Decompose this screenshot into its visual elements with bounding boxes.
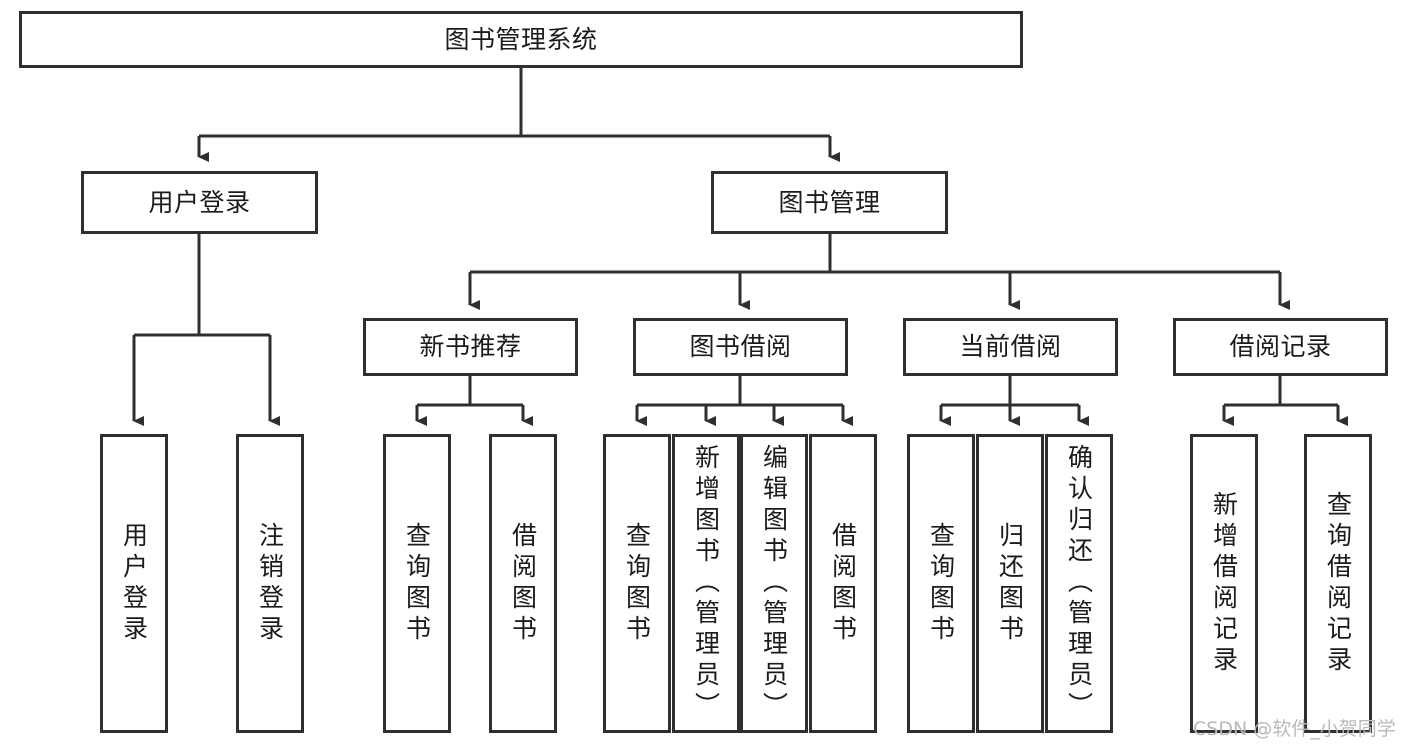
node-leaf-borrow-book-borrow[interactable]: 借阅图书 [809,434,877,733]
node-leaf-borrow-book-recommend[interactable]: 借阅图书 [489,434,557,733]
node-label: 编辑图书（管理员） [759,444,789,723]
node-label: 归还图书 [995,521,1025,646]
node-label: 新书推荐 [419,332,522,362]
node-label: 图书管理系统 [444,24,598,54]
node-label: 查询图书 [622,521,652,646]
node-label: 新增图书（管理员） [691,444,721,723]
node-label: 当前借阅 [959,332,1062,362]
node-label: 新增借阅记录 [1209,490,1239,677]
node-label: 查询图书 [402,521,432,646]
node-leaf-add-borrow-record[interactable]: 新增借阅记录 [1190,434,1258,733]
node-book-borrow[interactable]: 图书借阅 [633,318,848,376]
node-user-login[interactable]: 用户登录 [81,171,318,234]
node-book-management[interactable]: 图书管理 [711,171,948,234]
node-root-book-management-system[interactable]: 图书管理系统 [19,11,1023,68]
node-leaf-query-borrow-record[interactable]: 查询借阅记录 [1304,434,1372,733]
node-leaf-query-book-borrow[interactable]: 查询图书 [603,434,671,733]
node-label: 用户登录 [148,187,251,217]
node-leaf-user-login[interactable]: 用户登录 [100,434,168,733]
node-label: 图书借阅 [689,332,792,362]
node-new-book-recommend[interactable]: 新书推荐 [363,318,578,376]
node-label: 查询借阅记录 [1323,490,1353,677]
node-label: 注销登录 [255,521,285,646]
node-label: 确认归还（管理员） [1064,444,1094,723]
node-label: 查询图书 [926,521,956,646]
node-leaf-add-book-admin[interactable]: 新增图书（管理员） [672,434,740,733]
node-label: 借阅图书 [508,521,538,646]
node-label: 用户登录 [119,521,149,646]
node-leaf-logout-login[interactable]: 注销登录 [236,434,304,733]
node-leaf-edit-book-admin[interactable]: 编辑图书（管理员） [740,434,808,733]
node-leaf-query-book-current[interactable]: 查询图书 [907,434,975,733]
node-label: 图书管理 [778,187,881,217]
node-label: 借阅图书 [828,521,858,646]
node-leaf-query-book-recommend[interactable]: 查询图书 [383,434,451,733]
node-leaf-return-book[interactable]: 归还图书 [976,434,1044,733]
node-leaf-confirm-return-admin[interactable]: 确认归还（管理员） [1045,434,1113,733]
node-current-borrow[interactable]: 当前借阅 [903,318,1118,376]
node-label: 借阅记录 [1229,332,1332,362]
node-borrow-record[interactable]: 借阅记录 [1173,318,1388,376]
